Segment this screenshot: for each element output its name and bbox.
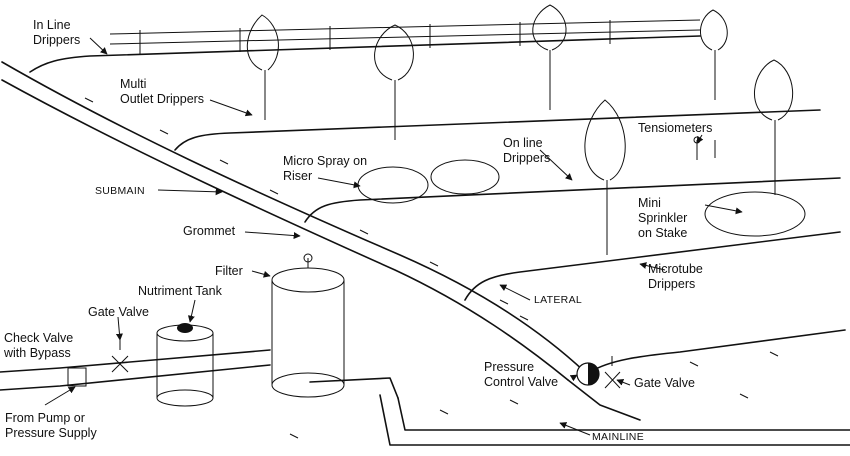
label-lateral: LATERAL [534,294,583,306]
label-tensiometers: Tensiometers [638,121,713,135]
label-submain: SUBMAIN [95,185,145,197]
label-filter: Filter [215,264,243,278]
nutriment-tank [156,323,214,407]
label-gate-valve-right: Gate Valve [634,376,695,390]
check-valve [67,367,87,387]
label-microtube-drippers: Microtube Drippers [648,262,703,291]
label-gate-valve-left: Gate Valve [88,305,149,319]
gate-valve-left [111,340,129,373]
micro-spray-pattern [357,159,806,237]
label-from-pump: From Pump or Pressure Supply [5,411,97,440]
emitter-marks [84,97,779,439]
label-on-line-drippers: On line Drippers [503,136,551,165]
label-nutriment-tank: Nutriment Tank [138,284,222,298]
label-grommet: Grommet [183,224,236,238]
submain-pipe [1,61,586,381]
tree [584,99,626,255]
label-pressure-control-valve: Pressure Control Valve [484,360,559,389]
label-mini-sprinkler-on-stake: Mini Sprinkler on Stake [638,196,688,240]
label-mainline: MAINLINE [592,431,644,443]
label-in-line-drippers: In Line Drippers [33,18,81,47]
filter-tank [271,253,345,398]
tensiometer [693,136,716,160]
label-micro-spray-on-riser: Micro Spray on Riser [283,154,368,183]
mainline-pipe [379,379,850,446]
tree [374,24,414,140]
overhead-rail [109,19,701,54]
label-multi-outlet-drippers: Multi Outlet Drippers [120,77,205,106]
label-check-valve-with-bypass: Check Valve with Bypass [4,331,74,360]
tree [700,9,728,100]
supply-pipe [0,349,399,399]
label-leaders [44,37,743,436]
tree [246,14,279,120]
tree [754,59,793,195]
tree [532,4,567,110]
pressure-control-valve [576,362,600,386]
